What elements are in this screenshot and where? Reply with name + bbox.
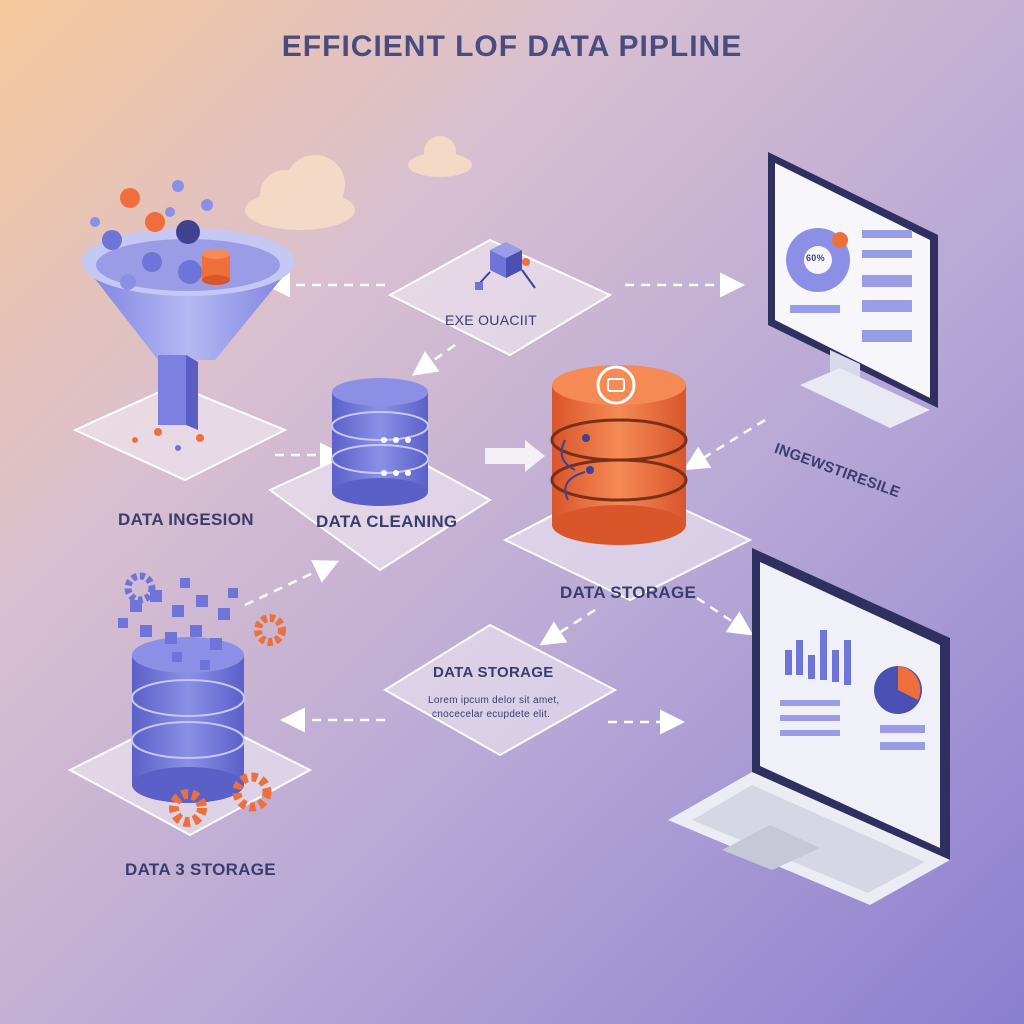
data-storage-bottom-label: DATA 3 STORAGE — [125, 860, 276, 879]
data-particles — [90, 180, 213, 290]
storage-card-text-2: cnocecelar ecupdete elit. — [432, 709, 551, 720]
arrow-storage-to-card — [539, 608, 596, 646]
arrow-monitor-to-storage — [683, 418, 766, 471]
data-cleaning-label: DATA CLEANING — [316, 512, 458, 531]
top-hub-label: EXE OUACIIT — [445, 312, 537, 328]
database-icon — [131, 637, 245, 803]
tile-storage-card — [383, 623, 618, 757]
page-title: EFFICIENT LOF DATA PIPLINE — [281, 30, 743, 63]
database-icon — [331, 378, 429, 506]
cloud-icon — [245, 155, 355, 230]
database-icon — [202, 249, 230, 285]
monitor-chart-text: 60% — [806, 253, 825, 263]
server-icon — [550, 365, 688, 545]
gear-icon — [124, 572, 156, 604]
cube-icon — [475, 242, 536, 290]
gear-icon — [169, 789, 207, 827]
tile-top-hub — [387, 238, 613, 357]
data-cubes — [118, 578, 238, 670]
data-storage-label: DATA STORAGE — [560, 583, 697, 602]
storage-card-text-1: Lorem ipcum delor sit amet, — [428, 695, 560, 706]
tile-ingestion — [72, 383, 288, 482]
arrow-cleaning-to-storage — [485, 440, 545, 472]
storage-card-title: DATA STORAGE — [433, 664, 554, 681]
gear-icon — [254, 614, 286, 646]
laptop-icon — [668, 548, 950, 905]
arrow-hub-to-cleaning — [411, 343, 456, 376]
cloud-icon — [408, 136, 472, 177]
gear-icon — [232, 772, 272, 812]
monitor-icon — [768, 152, 938, 428]
arrow-bottom-to-cleaning — [244, 560, 340, 607]
arrow-storage-to-laptop — [696, 596, 754, 636]
data-ingestion-label: DATA INGESION — [118, 510, 254, 529]
